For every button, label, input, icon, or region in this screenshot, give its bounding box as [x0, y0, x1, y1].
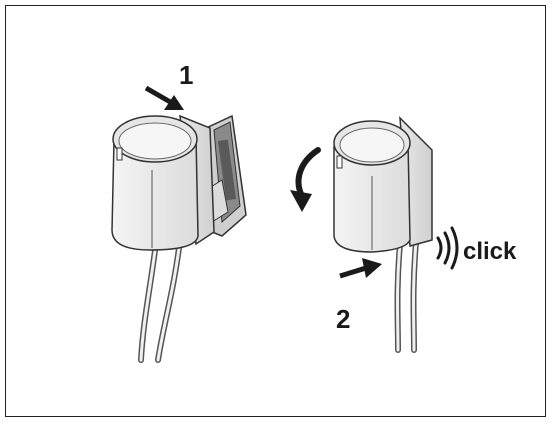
figure-frame — [5, 5, 546, 417]
step-1-label: 1 — [179, 60, 194, 90]
push-arrow-icon — [144, 85, 184, 110]
curved-arrow-icon — [290, 147, 321, 212]
right-cuff-connector — [333, 116, 433, 353]
click-label: click — [463, 238, 517, 265]
sound-waves-icon — [436, 226, 459, 270]
push-arrow-2-icon — [339, 258, 382, 279]
left-cuff-connector — [111, 114, 247, 363]
step-2-label: 2 — [336, 304, 351, 334]
